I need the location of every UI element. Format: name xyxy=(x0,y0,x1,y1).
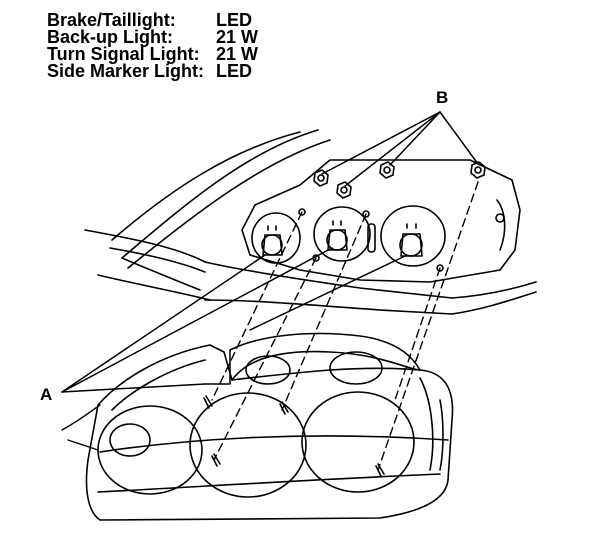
spec-row-brake-taillight: Brake/Taillight: LED xyxy=(47,10,258,30)
spec-label: Side Marker Light: xyxy=(47,61,205,81)
nut-2 xyxy=(336,181,352,199)
nut-4 xyxy=(470,161,486,179)
callout-label-a: A xyxy=(40,385,53,404)
mounting-nuts xyxy=(313,161,486,199)
callout-label-b: B xyxy=(436,88,449,107)
spec-label: Back-up Light: xyxy=(47,27,173,47)
bulb-spec-table: Brake/Taillight: LED Back-up Light: 21 W… xyxy=(47,10,259,81)
bulb-sockets xyxy=(261,220,423,257)
socket-left xyxy=(261,225,283,256)
spec-value: 21 W xyxy=(216,27,259,47)
socket-right xyxy=(399,223,423,257)
lens-studs xyxy=(203,395,385,477)
spec-value: 21 W xyxy=(216,44,259,64)
spec-value: LED xyxy=(216,10,253,30)
nut-1 xyxy=(313,169,329,187)
spec-row-backup-light: Back-up Light: 21 W xyxy=(47,27,259,47)
spec-label: Brake/Taillight: xyxy=(47,10,176,30)
alignment-dashed-lines xyxy=(211,181,479,471)
vehicle-body-outline xyxy=(84,129,537,315)
callout-b-leaders xyxy=(321,111,479,187)
spec-label: Turn Signal Light: xyxy=(47,44,200,64)
spec-row-turn-signal-light: Turn Signal Light: 21 W xyxy=(47,44,259,64)
nut-3 xyxy=(379,161,395,179)
taillight-assembly xyxy=(85,332,454,521)
left-frame-lines xyxy=(61,404,101,451)
callout-a-leaders xyxy=(61,247,406,393)
spec-row-side-marker-light: Side Marker Light: LED xyxy=(47,61,258,81)
spec-value: LED xyxy=(216,61,253,81)
socket-middle xyxy=(326,220,348,251)
